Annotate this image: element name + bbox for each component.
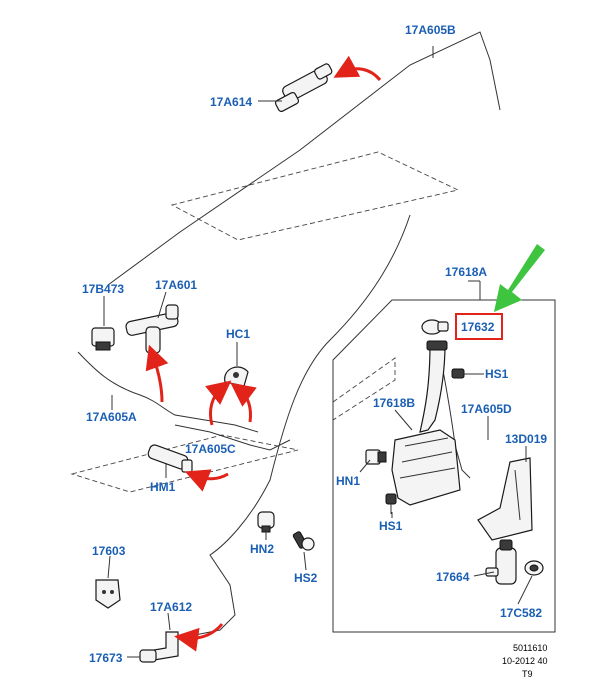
reservoir-frame (332, 299, 556, 633)
highlight-box-17632 (455, 313, 503, 340)
hose-17a605a (77, 351, 259, 433)
label-hs1-top: HS1 (485, 367, 509, 381)
dashed-outline-reservoir (332, 357, 396, 421)
hose-17a605c (174, 424, 291, 451)
green-arrow (494, 244, 545, 312)
dashed-outline-bonnet (170, 151, 460, 241)
label-17664: 17664 (436, 570, 470, 584)
label-17b473: 17B473 (82, 282, 124, 296)
label-17a601: 17A601 (155, 278, 197, 292)
label-17618a: 17618A (445, 265, 487, 279)
label-hn1: HN1 (336, 474, 360, 488)
hose-17a605b (107, 31, 501, 286)
pump-17664 (485, 539, 517, 585)
red-arrow-17a612 (174, 623, 224, 652)
red-arrow-hm1 (184, 469, 229, 492)
label-17603: 17603 (92, 544, 126, 558)
red-arrow-hc1-left (205, 380, 232, 426)
label-13d019: 13D019 (505, 432, 547, 446)
label-17673: 17673 (89, 651, 123, 665)
shield-13d019 (477, 457, 533, 541)
reservoir-17618b (391, 340, 461, 506)
nut-hn2 (257, 511, 275, 533)
jet-17603 (95, 579, 121, 609)
leader-lines (103, 46, 533, 658)
label-17a605a: 17A605A (86, 410, 137, 424)
red-arrow-17a614 (333, 55, 382, 82)
label-hs1-bottom: HS1 (379, 519, 403, 533)
label-hn2: HN2 (250, 542, 274, 556)
elbow-17a612 (153, 631, 179, 661)
label-17632: 17632 (461, 320, 495, 334)
label-17a612: 17A612 (150, 600, 192, 614)
red-arrow-hc1-right (230, 382, 257, 423)
reference-line-1: 5011610 (513, 643, 547, 653)
hose-main-long (179, 214, 411, 639)
label-17a605b: 17A605B (405, 23, 456, 37)
label-hm1: HM1 (150, 480, 176, 494)
screw-hs1-bottom (385, 493, 397, 514)
red-arrow-17a601 (145, 344, 169, 403)
clip-hc1 (224, 366, 249, 387)
filter-17632 (421, 319, 449, 335)
label-17a605d: 17A605D (461, 402, 512, 416)
reference-line-2: 10-2012 40 (502, 656, 548, 666)
screw-hs2 (292, 531, 315, 551)
label-17a605c: 17A605C (185, 442, 236, 456)
connector-17a614 (274, 63, 333, 113)
label-17a614: 17A614 (210, 95, 252, 109)
label-17c582: 17C582 (500, 606, 542, 620)
connector-17a601 (125, 304, 179, 354)
connector-17673 (139, 649, 157, 663)
label-hc1: HC1 (226, 327, 250, 341)
reference-line-3: T9 (522, 669, 533, 679)
label-hs2: HS2 (294, 571, 318, 585)
screw-hs1-top (451, 368, 474, 379)
dashed-outline-wiper-area (70, 434, 299, 493)
grommet-17c582 (524, 560, 544, 576)
clip-17b473 (91, 327, 115, 351)
label-17618b: 17618B (373, 396, 415, 410)
